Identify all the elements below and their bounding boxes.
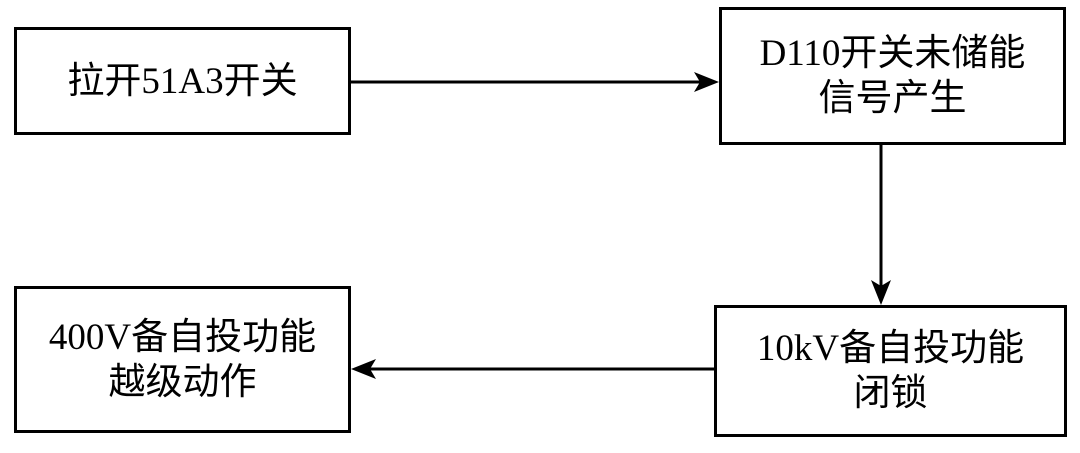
arrow-d110-signal-to-10kv-block [871,145,891,305]
node-10kv-block-line-2: 闭锁 [853,373,928,414]
node-400v-action-line-2: 越级动作 [108,361,257,403]
node-pull-51a3[interactable]: 拉开51A3开关 [14,27,351,135]
node-10kv-block-line-1: 10kV备自投功能 [756,328,1025,369]
node-10kv-block[interactable]: 10kV备自投功能 闭锁 [714,305,1067,437]
arrow-pull-51a3-to-d110-signal [351,72,719,92]
node-400v-action-line-1: 400V备自投功能 [48,316,317,358]
node-d110-signal-line-1: D110开关未储能 [759,33,1026,74]
arrow-10kv-block-to-400v-action [351,359,714,379]
node-pull-51a3-line-1: 拉开51A3开关 [67,60,298,102]
node-d110-signal[interactable]: D110开关未储能 信号产生 [719,7,1066,145]
node-400v-action[interactable]: 400V备自投功能 越级动作 [14,286,351,433]
node-d110-signal-line-2: 信号产生 [818,78,967,119]
